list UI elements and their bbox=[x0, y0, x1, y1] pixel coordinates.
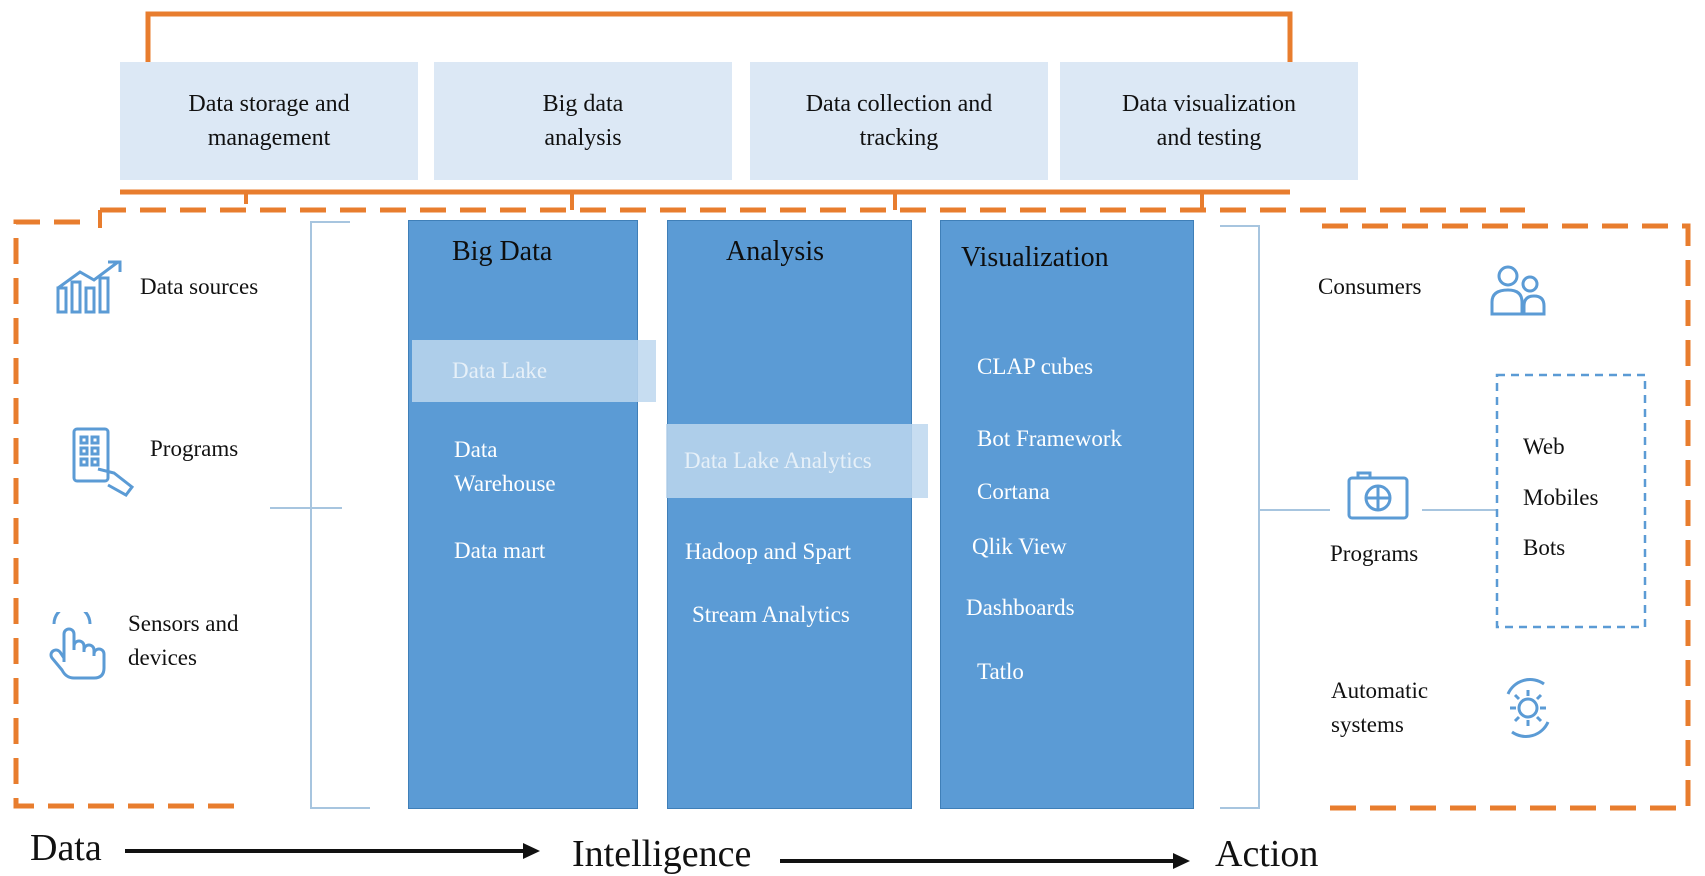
visualization-column bbox=[940, 220, 1194, 809]
axis-intelligence: Intelligence bbox=[572, 833, 752, 875]
viz-item-qlik: Qlik View bbox=[972, 534, 1067, 559]
big-data-column bbox=[408, 220, 638, 809]
viz-item-clap: CLAP cubes bbox=[977, 354, 1094, 379]
hand-touch-icon bbox=[49, 612, 106, 680]
axis-data: Data bbox=[30, 827, 102, 869]
target-mobiles: Mobiles bbox=[1523, 485, 1599, 510]
top-box-label: Data collection and tracking bbox=[805, 91, 993, 151]
top-box-visualization: Data visualization and testing bbox=[1060, 62, 1358, 180]
data-lake-highlight: Data Lake bbox=[412, 340, 656, 402]
visualization-title: Visualization bbox=[961, 242, 1109, 273]
data-sources-label: Data sources bbox=[140, 274, 259, 299]
sensors-label: Sensors and devices bbox=[128, 611, 239, 670]
target-web: Web bbox=[1523, 434, 1565, 459]
data-lake-label: Data Lake bbox=[452, 358, 548, 383]
viz-item-dashboards: Dashboards bbox=[966, 595, 1075, 620]
top-box-collection: Data collection and tracking bbox=[750, 62, 1048, 180]
target-bots: Bots bbox=[1523, 535, 1566, 560]
top-box-label: Big data analysis bbox=[542, 91, 624, 151]
top-box-storage: Data storage and management bbox=[120, 62, 418, 180]
programs-right-label: Programs bbox=[1330, 541, 1419, 566]
hadoop-label: Hadoop and Spart bbox=[685, 539, 852, 564]
data-mart-label: Data mart bbox=[454, 538, 546, 563]
data-warehouse-label: Data Warehouse bbox=[454, 437, 556, 496]
viz-item-bot-framework: Bot Framework bbox=[977, 426, 1123, 451]
stream-analytics-label: Stream Analytics bbox=[692, 602, 850, 627]
gear-cycle-icon bbox=[1506, 678, 1550, 738]
viz-item-tatlo: Tatlo bbox=[977, 659, 1024, 684]
chart-growth-icon bbox=[56, 260, 122, 314]
analysis-column bbox=[667, 220, 912, 809]
data-lake-analytics-highlight: Data Lake Analytics bbox=[666, 424, 928, 498]
automatic-systems-label: Automatic systems bbox=[1331, 678, 1429, 737]
analysis-title: Analysis bbox=[726, 236, 824, 267]
consumers-label: Consumers bbox=[1318, 274, 1422, 299]
data-lake-analytics-label: Data Lake Analytics bbox=[684, 448, 872, 473]
tablet-touch-icon bbox=[72, 427, 135, 497]
users-icon bbox=[1490, 265, 1546, 316]
top-box-analysis: Big data analysis bbox=[434, 62, 732, 180]
top-box-label: Data storage and management bbox=[188, 91, 350, 151]
camera-globe-icon bbox=[1347, 471, 1409, 520]
top-box-label: Data visualization and testing bbox=[1122, 91, 1296, 151]
axis-action: Action bbox=[1215, 833, 1319, 875]
big-data-title: Big Data bbox=[452, 236, 553, 267]
programs-left-label: Programs bbox=[150, 436, 239, 461]
viz-item-cortana: Cortana bbox=[977, 479, 1050, 504]
